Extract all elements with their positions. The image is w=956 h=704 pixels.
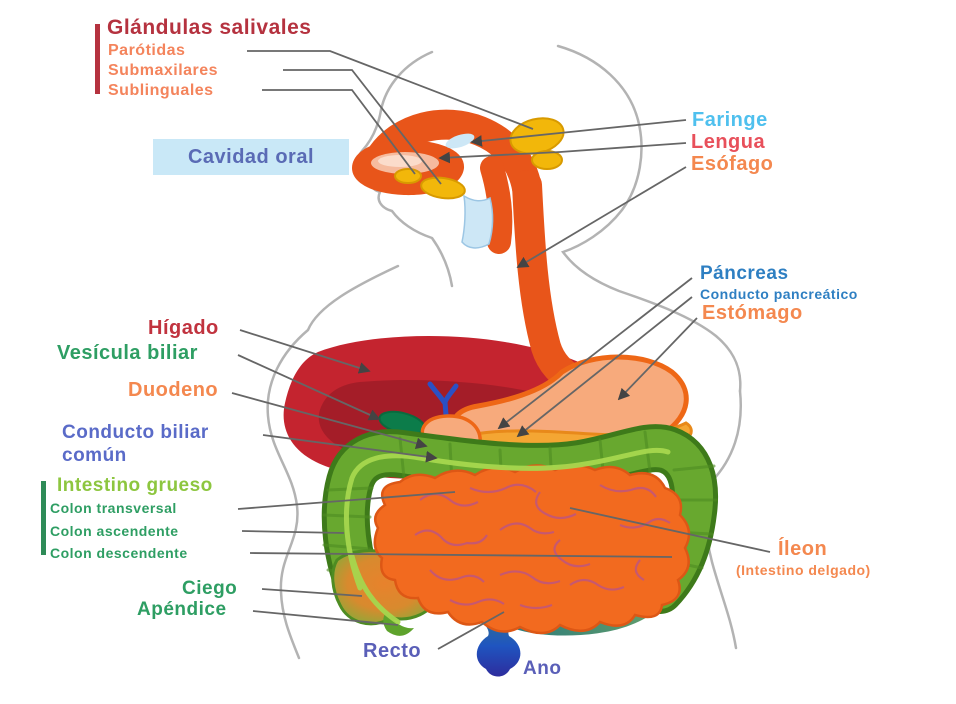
colon-descendente-line	[249, 552, 673, 558]
apendice-line	[252, 610, 399, 626]
label-apendice: Apéndice	[137, 599, 227, 620]
esophagus-tube	[512, 170, 591, 397]
label-higado: Hígado	[148, 317, 219, 339]
label-glandulas-salivales: Glándulas salivales	[107, 16, 312, 39]
salivary-group-bar	[95, 24, 100, 94]
label-vesicula-biliar: Vesícula biliar	[57, 342, 198, 364]
label-colon-transversal: Colon transversal	[50, 500, 177, 516]
small-intestine-coil-lines	[414, 483, 671, 610]
label-ileon: Íleon	[778, 538, 828, 560]
throat-front	[480, 156, 513, 254]
label-duodeno: Duodeno	[128, 379, 219, 401]
torso-left-outline	[266, 264, 400, 660]
vesicula-biliar-line	[237, 354, 381, 421]
higado-line	[239, 329, 371, 374]
label-colon-ascendente: Colon ascendente	[50, 523, 179, 539]
label-conducto-pancreatico: Conducto pancreático	[700, 286, 858, 302]
label-ano: Ano	[523, 658, 562, 679]
label-estomago: Estómago	[702, 302, 803, 324]
pancreas-line	[497, 277, 693, 430]
conducto-pancreatico-line	[516, 296, 693, 438]
label-intestino-grueso: Intestino grueso	[57, 475, 213, 496]
sublingual-gland	[394, 168, 422, 184]
label-faringe: Faringe	[692, 109, 768, 131]
submaxillary-gland	[420, 176, 466, 200]
conducto-biliar-line	[262, 434, 438, 463]
label-lengua: Lengua	[691, 131, 766, 153]
ileon-line	[569, 507, 771, 553]
submaxilares-line	[283, 69, 442, 185]
label-pancreas: Páncreas	[700, 263, 789, 284]
sublinguales-line	[262, 89, 416, 175]
colon-ascendente-line	[241, 530, 345, 534]
palate-shape	[445, 133, 475, 149]
pharynx-arc	[365, 109, 542, 203]
label-conducto-biliar-comun: Conducto biliar común	[62, 422, 209, 466]
colon-highlight-line	[343, 447, 671, 625]
parotidas-line	[247, 50, 534, 130]
small-intestine-mass	[373, 463, 691, 635]
label-submaxilares: Submaxilares	[108, 62, 219, 79]
label-ciego: Ciego	[182, 578, 238, 599]
label-cavidad-oral: Cavidad oral	[153, 139, 349, 175]
esofago-line	[516, 166, 687, 268]
head-back-outline	[556, 44, 742, 393]
colon-transversal-line	[237, 491, 456, 510]
recto-line	[437, 611, 505, 650]
trachea-shape	[461, 194, 494, 249]
label-parotidas: Parótidas	[108, 42, 186, 59]
label-intestino-delgado: (Intestino delgado)	[736, 562, 871, 578]
label-recto: Recto	[363, 640, 422, 662]
faringe-line	[470, 119, 687, 147]
parotid-gland-lower	[531, 150, 563, 170]
large-intestine-group-bar	[41, 481, 46, 555]
label-esofago: Esófago	[691, 153, 774, 175]
small-intestine	[373, 463, 691, 635]
label-colon-descendente: Colon descendente	[50, 545, 188, 561]
leader-lines	[231, 50, 771, 650]
ciego-line	[261, 588, 363, 597]
duodeno-line	[231, 392, 428, 450]
estomago-line	[617, 317, 698, 401]
label-sublinguales: Sublinguales	[108, 82, 214, 99]
tongue-highlight	[378, 155, 422, 167]
lengua-line	[438, 142, 687, 164]
